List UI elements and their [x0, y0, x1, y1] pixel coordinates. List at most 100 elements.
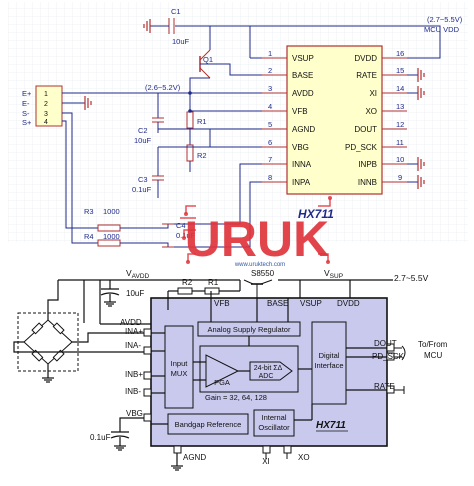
- pin-num-2: 2: [268, 66, 272, 75]
- ground-rate: [417, 68, 425, 82]
- r2-bottom-resistor: [177, 287, 193, 295]
- agnd-vbg-wiring: C3 0.1uF: [132, 128, 262, 198]
- oscillator-line2: Oscillator: [258, 423, 290, 432]
- adc-line1: 24-bit ΣΔ: [254, 365, 283, 372]
- pin-num-8: 8: [268, 173, 272, 182]
- bridge-dashed-outline: [17, 312, 79, 372]
- pin-name-xo: XO: [365, 107, 377, 116]
- internal-oscillator-block: [253, 409, 295, 437]
- input-mux-line2: MUX: [171, 369, 188, 378]
- pin-ina-plus: INA+: [125, 327, 143, 336]
- pin-vbg: VBG: [126, 409, 143, 418]
- hx711-chip-body: [286, 45, 383, 195]
- r1-bottom-label: R1: [208, 278, 219, 287]
- q1-label: Q1: [203, 55, 213, 64]
- pin-name-innb: INNB: [358, 178, 377, 187]
- pin-name-dout: DOUT: [354, 125, 377, 134]
- chip-name-top: HX711: [298, 207, 334, 221]
- vsup-sub: SUP: [330, 273, 343, 280]
- uruk-watermark: URUK www.uruktech.com: [180, 196, 332, 268]
- connector-label-s-minus: S-: [22, 109, 30, 118]
- r3-value: 1000: [103, 207, 120, 216]
- input-mux-line1: Input: [171, 359, 189, 368]
- vavdd-label: VAVDD: [126, 268, 150, 280]
- supply-and-transistor: C1 10uF Q1 (2.6~5.2V): [143, 7, 441, 92]
- pin-num-16: 16: [396, 49, 404, 58]
- adc-line2: ADC: [259, 373, 274, 380]
- watermark-logo-text: URUK: [185, 211, 329, 267]
- pin-num-14: 14: [396, 84, 404, 93]
- pin-xi: XI: [262, 457, 270, 466]
- vavdd-main: V: [126, 268, 132, 278]
- digital-interface-line1: Digital: [319, 351, 340, 360]
- pin-name-inpa: INPA: [292, 178, 311, 187]
- s8550-transistor: [243, 279, 273, 298]
- connector-pin-3: 3: [44, 111, 48, 118]
- c3-value: 0.1uF: [132, 185, 152, 194]
- c2-label: C2: [138, 126, 148, 135]
- mcu-vdd-label: MCU VDD: [424, 25, 460, 34]
- pin-num-5: 5: [268, 120, 272, 129]
- transistor-s8550-label: S8550: [251, 269, 275, 278]
- vsup-label: VSUP: [324, 268, 343, 280]
- c1-label: C1: [171, 7, 181, 16]
- pin-num-3: 3: [268, 84, 272, 93]
- pin-num-1: 1: [268, 49, 272, 58]
- top-schematic: HX711 1 2 3 4 5 6 7 8 VSUP BASE AVDD VFB…: [8, 2, 468, 248]
- pin-avdd: AVDD: [120, 318, 142, 327]
- grid-background: [8, 2, 468, 242]
- r4-value: 1000: [103, 232, 120, 241]
- pin-name-dvdd: DVDD: [354, 54, 377, 63]
- pin-num-15: 15: [396, 66, 404, 75]
- cap-0-1uf-label: 0.1uF: [90, 433, 111, 442]
- sensor-connector: 1 2 3 4 E+ E- S- S+: [22, 85, 158, 244]
- connector-body: [35, 85, 63, 127]
- r4-label: R4: [84, 232, 94, 241]
- pin-name-xi: XI: [369, 89, 377, 98]
- pin-rate: RATE: [374, 382, 395, 391]
- pin-name-inpb: INPB: [358, 160, 377, 169]
- cap-10uf-label: 10uF: [126, 289, 144, 298]
- pin-num-11: 11: [396, 138, 404, 147]
- chip-name-bottom: HX711: [316, 420, 346, 431]
- left-pins: 1 2 3 4 5 6 7 8 VSUP BASE AVDD VFB AGND …: [262, 49, 315, 187]
- pin-num-9: 9: [398, 173, 402, 182]
- oscillator-line1: Internal: [261, 413, 286, 422]
- pin-vfb: VFB: [214, 299, 230, 308]
- pin-name-inna: INNA: [292, 160, 312, 169]
- connector-label-e-minus: E-: [22, 99, 30, 108]
- pin-dvdd: DVDD: [337, 299, 360, 308]
- pin-name-agnd: AGND: [292, 125, 315, 134]
- digital-interface-block: [311, 321, 347, 405]
- bottom-block-diagram: VAVDD VSUP 2.7~5.5V S8550 10uF R2 R1 VFB: [13, 268, 448, 471]
- ground-xi: [417, 86, 425, 100]
- c3-label: C3: [138, 175, 148, 184]
- r1-bottom-resistor: [204, 287, 220, 295]
- pin-agnd: AGND: [183, 453, 206, 462]
- pin-name-vfb: VFB: [292, 107, 308, 116]
- ground-inpb: [417, 157, 425, 171]
- pin-inb-plus: INB+: [125, 370, 143, 379]
- adc-shape: [249, 361, 293, 381]
- connector-label-e-plus: E+: [22, 89, 32, 98]
- pin-num-6: 6: [268, 138, 272, 147]
- pin-name-base: BASE: [292, 71, 313, 80]
- c1-value: 10uF: [172, 37, 190, 46]
- pin-name-vsup: VSUP: [292, 54, 314, 63]
- pin-num-13: 13: [396, 102, 404, 111]
- c2-value: 10uF: [134, 136, 152, 145]
- vavdd-sub: AVDD: [132, 273, 150, 280]
- c4-label: C4: [176, 221, 186, 230]
- pin-pd-sck: PD_SCK: [372, 352, 405, 361]
- pin-inb-minus: INB-: [125, 387, 141, 396]
- pga-label: PGA: [214, 378, 230, 387]
- ground-connector: [84, 96, 92, 110]
- r2-bottom-label: R2: [182, 278, 193, 287]
- pin-num-4: 4: [268, 102, 272, 111]
- c4-value: 0.1uF: [176, 231, 196, 240]
- analog-supply-regulator-label: Analog Supply Regulator: [208, 325, 291, 334]
- connector-label-s-plus: S+: [22, 118, 32, 127]
- right-side-wiring: (2.7~5.5V) MCU VDD: [407, 15, 463, 189]
